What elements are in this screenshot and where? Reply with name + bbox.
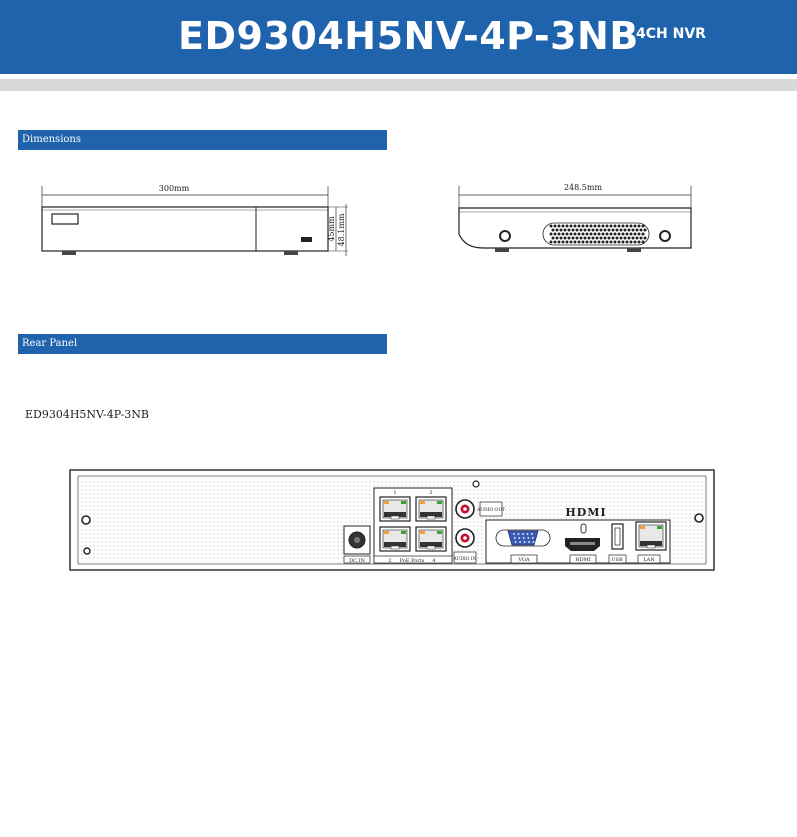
front-width-label: 300mm bbox=[159, 184, 190, 193]
height-inner-label: 45mm bbox=[327, 216, 336, 242]
usb-port: USB bbox=[608, 523, 627, 564]
lan-port bbox=[635, 521, 667, 551]
lan-label: LAN bbox=[643, 557, 655, 563]
page-title: ED9304H5NV-4P-3NB bbox=[178, 14, 639, 58]
poe-port-2-label: 2 bbox=[388, 558, 391, 564]
hdmi-logo: HDMI bbox=[565, 506, 606, 519]
poe-port-3 bbox=[415, 496, 447, 522]
height-outer-label: 48.1mm bbox=[337, 213, 346, 246]
dc-in-port: DC IN bbox=[343, 525, 371, 564]
front-usb-icon bbox=[301, 237, 312, 242]
page-subtitle: 4CH NVR bbox=[636, 26, 706, 42]
poe-port-4-label: 4 bbox=[432, 558, 435, 564]
rear-model-label: ED9304H5NV-4P-3NB bbox=[25, 408, 149, 421]
hdmi-label: HDMI bbox=[575, 557, 590, 563]
section-dimensions: Dimensions bbox=[18, 130, 387, 150]
front-view-drawing: 300mm 45mm 48.1mm bbox=[41, 184, 348, 256]
rear-panel-drawing: DC IN 1 3 2 PoE Ports 4 AUDIO OUT AUDIO … bbox=[69, 469, 715, 571]
io-block: HDMI VGA HDMI USB LAN bbox=[485, 506, 671, 564]
header-banner: ED9304H5NV-4P-3NB 4CH NVR bbox=[0, 0, 797, 77]
hdmi-port: HDMI bbox=[565, 523, 600, 564]
poe-port-3-label: 3 bbox=[429, 490, 432, 496]
poe-port-1-label: 1 bbox=[393, 490, 396, 496]
side-view-drawing: 248.5mm bbox=[458, 183, 692, 252]
poe-port-1 bbox=[379, 496, 411, 522]
section-rear-panel: Rear Panel bbox=[18, 334, 387, 354]
dc-in-label: DC IN bbox=[349, 558, 365, 564]
front-logo-window bbox=[51, 213, 79, 225]
header-divider bbox=[0, 79, 797, 91]
audio-block: AUDIO OUT AUDIO IN bbox=[452, 480, 505, 564]
vga-port: VGA bbox=[495, 529, 551, 564]
side-depth-label: 248.5mm bbox=[564, 183, 602, 192]
vga-label: VGA bbox=[517, 557, 530, 563]
side-vent-grille bbox=[549, 224, 647, 244]
poe-port-4 bbox=[415, 526, 447, 552]
poe-ports-label: PoE Ports bbox=[400, 558, 425, 564]
audio-out-label: AUDIO OUT bbox=[476, 507, 505, 513]
poe-port-2 bbox=[379, 526, 411, 552]
usb-label: USB bbox=[611, 557, 623, 563]
audio-in-label: AUDIO IN bbox=[452, 556, 476, 562]
poe-ports-block: 1 3 2 PoE Ports 4 bbox=[373, 487, 453, 564]
